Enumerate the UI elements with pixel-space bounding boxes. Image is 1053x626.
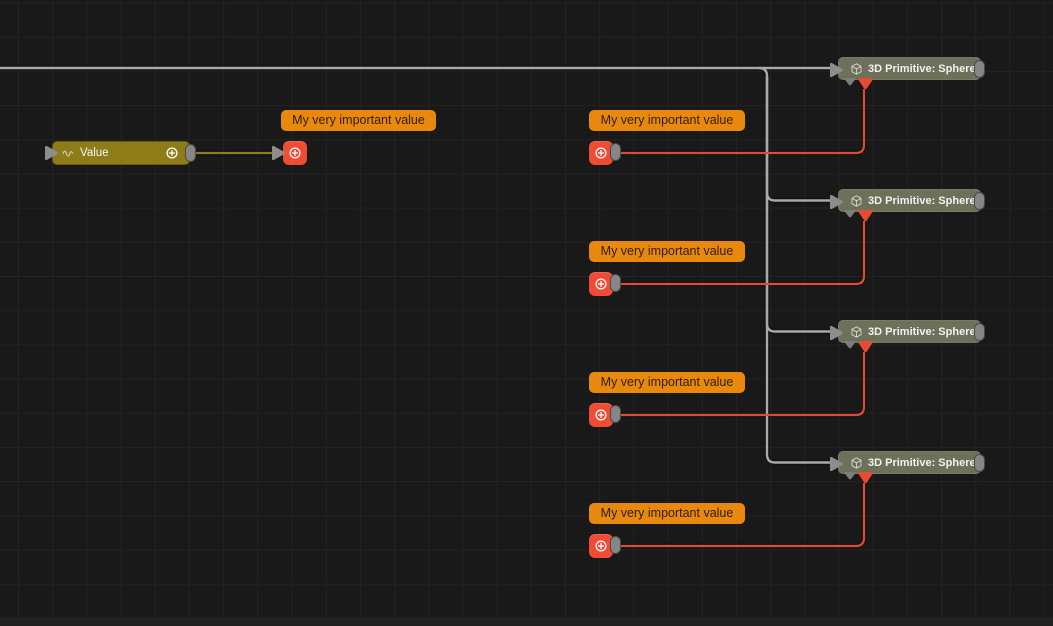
output-connector[interactable] <box>610 274 621 292</box>
value-node-title: Value <box>80 147 109 159</box>
bottom-connector-icon[interactable] <box>844 472 856 480</box>
cube-icon <box>851 456 862 469</box>
sphere-node-1[interactable]: 3D Primitive: Sphere <box>830 57 985 90</box>
wire-gray-branch-2[interactable] <box>758 66 834 202</box>
input-connector-icon[interactable] <box>44 145 59 161</box>
plus-circle-icon <box>595 147 607 159</box>
red-input-connector-icon[interactable] <box>858 78 873 90</box>
sphere-node-2[interactable]: 3D Primitive: Sphere <box>830 189 985 222</box>
output-connector[interactable] <box>185 144 196 162</box>
output-portal-label[interactable]: My very important value <box>589 110 745 131</box>
plus-circle-icon <box>595 409 607 421</box>
input-connector-icon[interactable] <box>271 145 286 161</box>
red-input-connector-icon[interactable] <box>858 472 873 484</box>
plus-circle-icon[interactable] <box>166 147 178 159</box>
sphere-node-title: 3D Primitive: Sphere <box>868 456 976 469</box>
plus-circle-icon <box>595 540 607 552</box>
value-node[interactable]: Value <box>45 141 196 165</box>
cube-icon <box>851 62 862 75</box>
wire-gray-branch-4[interactable] <box>765 76 834 464</box>
red-input-connector-icon[interactable] <box>858 341 873 353</box>
bottom-connector-icon[interactable] <box>844 341 856 349</box>
sphere-node-title: 3D Primitive: Sphere <box>868 325 976 338</box>
output-connector[interactable] <box>974 453 985 472</box>
output-portal-node-3[interactable] <box>589 403 621 427</box>
sphere-node-title: 3D Primitive: Sphere <box>868 62 976 75</box>
output-portal-node-2[interactable] <box>589 272 621 296</box>
output-portal-node-1[interactable] <box>589 141 621 165</box>
sphere-node-title: 3D Primitive: Sphere <box>868 194 976 207</box>
output-connector[interactable] <box>974 191 985 210</box>
wire-red-2[interactable] <box>617 221 866 286</box>
output-connector[interactable] <box>610 536 621 554</box>
input-connector-icon[interactable] <box>829 325 844 341</box>
wire-red-3[interactable] <box>617 352 866 417</box>
output-portal-label[interactable]: My very important value <box>589 241 745 262</box>
wire-gray-branch-3[interactable] <box>765 76 834 333</box>
output-connector[interactable] <box>610 143 621 161</box>
input-connector-icon[interactable] <box>829 456 844 472</box>
sphere-node-4[interactable]: 3D Primitive: Sphere <box>830 451 985 484</box>
canvas-bottom-strip <box>0 617 1053 626</box>
red-input-connector-icon[interactable] <box>858 210 873 222</box>
wire-red-4[interactable] <box>617 483 866 548</box>
cube-icon <box>851 194 862 207</box>
output-connector[interactable] <box>974 59 985 78</box>
input-portal-label[interactable]: My very important value <box>281 110 436 131</box>
sphere-node-3[interactable]: 3D Primitive: Sphere <box>830 320 985 353</box>
plus-circle-icon <box>289 147 301 159</box>
waveform-icon <box>62 150 74 157</box>
output-connector[interactable] <box>610 405 621 423</box>
output-portal-label[interactable]: My very important value <box>589 503 745 524</box>
plus-circle-icon <box>595 278 607 290</box>
output-portal-label[interactable]: My very important value <box>589 372 745 393</box>
output-connector[interactable] <box>974 322 985 341</box>
bottom-connector-icon[interactable] <box>844 78 856 86</box>
wire-red-1[interactable] <box>617 89 866 155</box>
input-portal-node[interactable] <box>272 141 307 165</box>
cube-icon <box>851 325 862 338</box>
input-connector-icon[interactable] <box>829 62 844 78</box>
bottom-connector-icon[interactable] <box>844 210 856 218</box>
output-portal-node-4[interactable] <box>589 534 621 558</box>
input-connector-icon[interactable] <box>829 194 844 210</box>
